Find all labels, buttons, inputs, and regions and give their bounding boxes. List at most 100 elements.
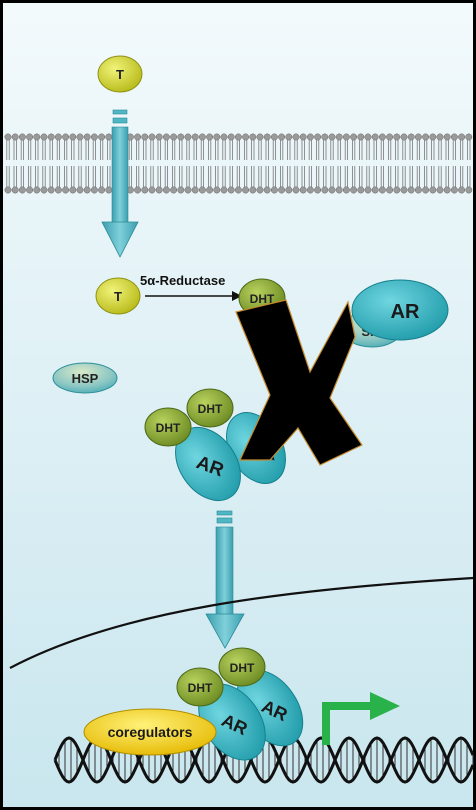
lipid-tail [20, 140, 24, 160]
lipid-head [40, 133, 48, 141]
lipid-tail [179, 140, 183, 160]
lipid-head [206, 133, 214, 141]
lipid-tail [28, 140, 32, 160]
lipid-tail [78, 166, 82, 187]
lipid-head [11, 186, 19, 194]
lipid-tail [164, 140, 168, 160]
entry-arrow [101, 109, 139, 258]
lipid-tail [373, 166, 377, 187]
lipid-head [321, 186, 329, 194]
lipid-head [26, 186, 34, 194]
lipid-head [234, 133, 242, 141]
lipid-tail [445, 166, 449, 187]
lipid-head [342, 186, 350, 194]
lipid-tail [366, 140, 370, 160]
lipid-head [321, 133, 329, 141]
lipid-tail [301, 140, 305, 160]
lipid-tail [229, 166, 233, 187]
lipid-head [148, 133, 156, 141]
lipid-tail [344, 140, 348, 160]
lipid-tail [92, 140, 96, 160]
lipid-tail [366, 166, 370, 187]
lipid-head [90, 133, 98, 141]
lipid-tail [200, 140, 204, 160]
lipid-tail [215, 140, 219, 160]
lipid-head [450, 133, 458, 141]
lipid-head [429, 133, 437, 141]
hsp-label: HSP [72, 371, 99, 386]
lipid-head [342, 133, 350, 141]
lipid-tail [373, 140, 377, 160]
lipid-head [465, 133, 473, 141]
lipid-tail [13, 166, 17, 187]
nuclear-envelope [9, 576, 474, 669]
lipid-head [206, 186, 214, 194]
lipid-tail [244, 166, 248, 187]
lipid-tail [445, 140, 449, 160]
lipid-head [335, 186, 343, 194]
lipid-head [443, 186, 451, 194]
lipid-head [400, 186, 408, 194]
lipid-head [105, 133, 113, 141]
lipid-tail [251, 166, 255, 187]
lipid-tail [323, 140, 327, 160]
lipid-tail [287, 166, 291, 187]
testosterone-outside-cell: T [97, 55, 143, 93]
lipid-tail [56, 140, 60, 160]
lipid-tail [42, 166, 46, 187]
lipid-tail [64, 166, 68, 187]
lipid-tail [258, 140, 262, 160]
lipid-tail [265, 140, 269, 160]
lipid-tail [438, 140, 442, 160]
lipid-head [422, 133, 430, 141]
lipid-head [465, 186, 473, 194]
testosterone-label: T [114, 289, 122, 304]
lipid-tail [395, 166, 399, 187]
lipid-head [256, 186, 264, 194]
lipid-tail [452, 140, 456, 160]
lipid-tail [56, 166, 60, 187]
lipid-tail [164, 166, 168, 187]
lipid-head [357, 133, 365, 141]
lipid-head [292, 186, 300, 194]
lipid-tail [136, 140, 140, 160]
lipid-tail [359, 166, 363, 187]
lipid-tail [431, 166, 435, 187]
lipid-tail [380, 166, 384, 187]
lipid-tail [316, 140, 320, 160]
lipid-head [393, 133, 401, 141]
lipid-tail [380, 140, 384, 160]
lipid-tail [179, 166, 183, 187]
lipid-head [4, 186, 12, 194]
lipid-head [105, 186, 113, 194]
lipid-tail [172, 166, 176, 187]
lipid-head [198, 186, 206, 194]
lipid-head [328, 186, 336, 194]
ar-dht-dimer-nucleus: AR AR DHT DHT coregulators [83, 647, 304, 761]
lipid-head [364, 186, 372, 194]
lipid-head [62, 133, 70, 141]
lipid-head [429, 186, 437, 194]
lipid-head [26, 133, 34, 141]
lipid-tail [28, 166, 32, 187]
lipid-tail [452, 166, 456, 187]
lipid-tail [244, 140, 248, 160]
lipid-tail [107, 140, 111, 160]
lipid-tail [6, 166, 10, 187]
lipid-head [18, 186, 26, 194]
lipid-head [162, 133, 170, 141]
ar-dht-dimer-cytoplasm: AR AR DHT DHT [144, 388, 286, 501]
lipid-tail [424, 166, 428, 187]
lipid-tail [272, 140, 276, 160]
lipid-head [371, 133, 379, 141]
lipid-head [134, 133, 142, 141]
lipid-head [47, 186, 55, 194]
lipid-head [314, 133, 322, 141]
lipid-head [155, 133, 163, 141]
lipid-tail [150, 166, 154, 187]
lipid-tail [330, 140, 334, 160]
dht-label: DHT [156, 421, 181, 435]
lipid-tail [265, 166, 269, 187]
lipid-tail [222, 140, 226, 160]
lipid-tail [388, 140, 392, 160]
